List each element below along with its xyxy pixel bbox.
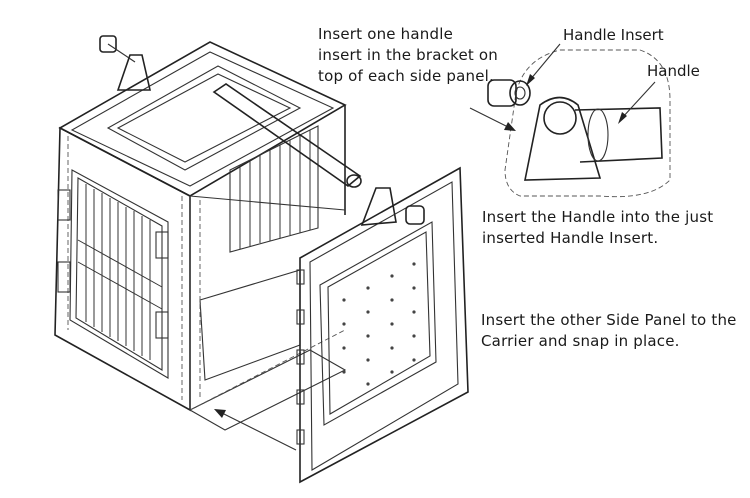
vent-holes [342, 262, 416, 386]
instruction-line: Insert the Handle into the just [482, 208, 714, 226]
handle-insert-instruction: Insert one handle insert in the bracket … [318, 24, 498, 87]
instruction-line: insert in the bracket on [318, 46, 499, 64]
back-grill-bars [239, 130, 311, 249]
instruction-line: Insert the other Side Panel to the [481, 311, 737, 329]
detail-view-drawing [469, 43, 671, 198]
handle-bar-drawing [212, 83, 362, 188]
front-door-bars [77, 184, 163, 360]
side-panel-drawing [296, 166, 469, 484]
handle-callout: Handle [647, 62, 700, 80]
insert-panel-arrow [214, 409, 297, 451]
left-bracket-drawing [99, 35, 152, 91]
instruction-line: Carrier and snap in place. [481, 332, 680, 350]
instruction-line: top of each side panel. [318, 67, 495, 85]
handle-insert-callout: Handle Insert [563, 26, 664, 44]
instruction-line: Insert one handle [318, 25, 453, 43]
handle-instruction: Insert the Handle into the just inserted… [482, 207, 713, 249]
carrier-box-drawing [54, 41, 347, 431]
instruction-line: inserted Handle Insert. [482, 229, 659, 247]
side-panel-instruction: Insert the other Side Panel to the Carri… [481, 310, 737, 352]
